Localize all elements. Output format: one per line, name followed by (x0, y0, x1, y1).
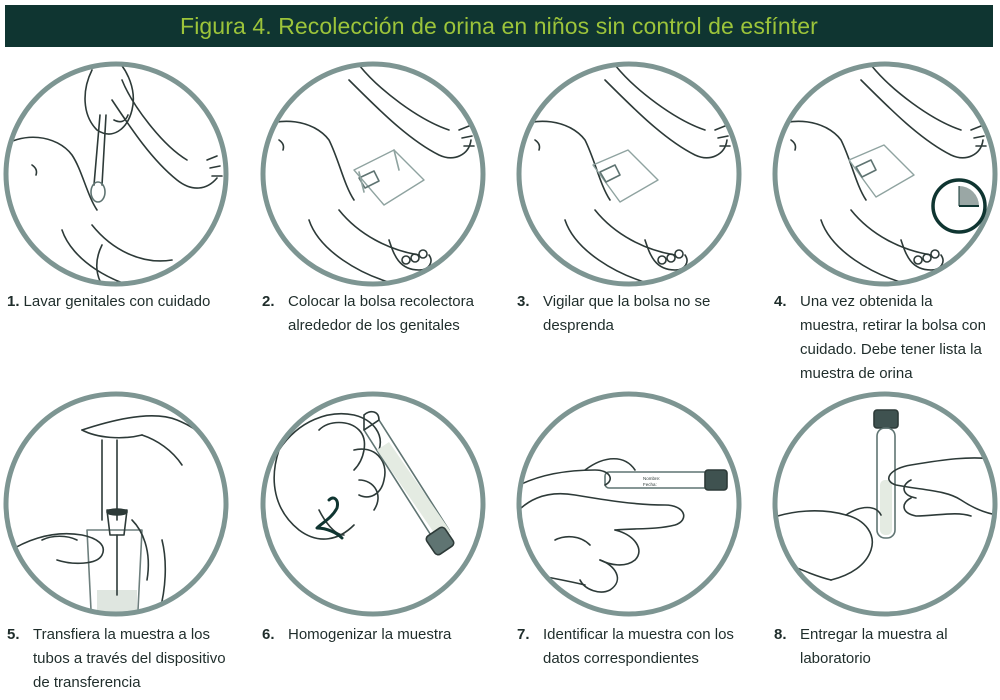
step-6-caption: 6. Homogenizar la muestra (262, 623, 482, 647)
baby-washing-genitals-icon (3, 61, 229, 287)
step-7-illustration: Nombre: Fecha: (515, 390, 743, 618)
step-1-caption: 1. Lavar genitales con cuidado (7, 290, 227, 314)
step-text: Transfiera la muestra a los tubos a trav… (33, 626, 226, 691)
hand-tube-mix-icon (260, 391, 486, 617)
figure-title: Figura 4. Recolección de orina en niños … (180, 12, 818, 39)
step-number: 3. (517, 293, 530, 310)
tube-label-date: Fecha: (643, 482, 657, 487)
step-text: Vigilar que la bolsa no se desprenda (543, 293, 711, 334)
step-3-illustration (515, 60, 743, 288)
step-number: 7. (517, 626, 530, 643)
step-text: Identificar la muestra con los datos cor… (543, 626, 734, 667)
step-8-illustration (771, 390, 999, 618)
step-5-illustration (2, 390, 230, 618)
step-number: 2. (262, 293, 275, 310)
transfer-device-icon (3, 391, 229, 617)
figure-title-bar: Figura 4. Recolección de orina en niños … (5, 5, 993, 47)
step-text: Entregar la muestra al laboratorio (800, 626, 948, 667)
step-number: 4. (774, 293, 787, 310)
step-text: Colocar la bolsa recolectora alrededor d… (288, 293, 474, 334)
step-number: 8. (774, 626, 787, 643)
step-8-caption: 8. Entregar la muestra al laboratorio (774, 623, 994, 671)
step-number: 5. (7, 626, 20, 643)
step-4-caption: 4. Una vez obtenida la muestra, retirar … (774, 290, 992, 386)
step-number: 1. (7, 293, 20, 310)
handover-tube-icon (772, 391, 998, 617)
step-text: Una vez obtenida la muestra, retirar la … (800, 293, 986, 382)
step-3-caption: 3. Vigilar que la bolsa no se desprenda (517, 290, 737, 338)
step-5-caption: 5. Transfiera la muestra a los tubos a t… (7, 623, 229, 695)
label-tube-icon: Nombre: Fecha: (516, 391, 742, 617)
baby-bag-watch-icon (516, 61, 742, 287)
tube-label-name: Nombre: (643, 476, 660, 481)
baby-bag-timer-icon (772, 61, 998, 287)
step-4-illustration (771, 60, 999, 288)
step-1-illustration (2, 60, 230, 288)
step-text: Lavar genitales con cuidado (23, 293, 211, 310)
step-2-illustration (259, 60, 487, 288)
step-6-illustration (259, 390, 487, 618)
step-7-caption: 7. Identificar la muestra con los datos … (517, 623, 737, 671)
baby-collection-bag-icon (260, 61, 486, 287)
step-text: Homogenizar la muestra (288, 626, 452, 643)
step-number: 6. (262, 626, 275, 643)
step-2-caption: 2. Colocar la bolsa recolectora alrededo… (262, 290, 482, 338)
